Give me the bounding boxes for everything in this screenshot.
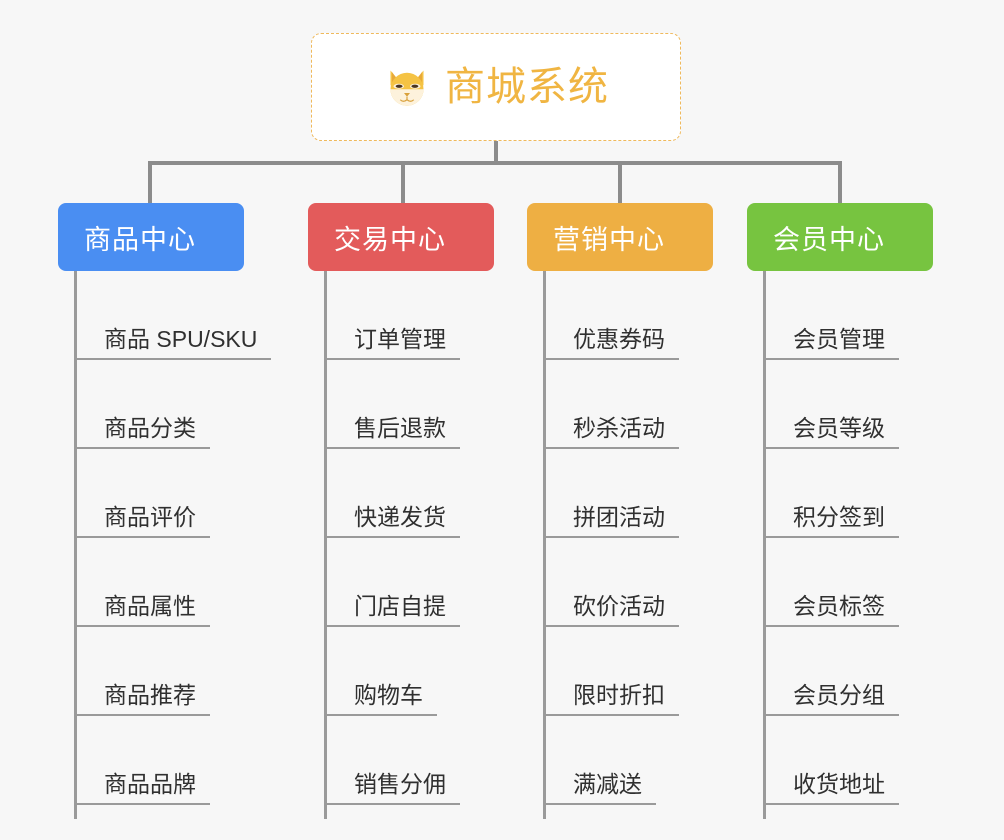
branch-column-4: 会员中心 会员管理 会员等级 积分签到 会员标签 会员分组 收货地址: [747, 203, 933, 819]
category-box-1[interactable]: 商品中心: [58, 203, 244, 271]
leaf-label: 门店自提: [354, 592, 446, 619]
leaf-item[interactable]: 商品推荐: [74, 627, 210, 716]
leaf-label: 商品评价: [104, 503, 196, 530]
category-label-2: 交易中心: [334, 224, 446, 255]
branch-column-2: 交易中心 订单管理 售后退款 快递发货 门店自提 购物车 销售分佣: [308, 203, 494, 819]
leaf-label: 限时折扣: [573, 681, 665, 708]
category-label-3: 营销中心: [553, 224, 665, 255]
leaf-label: 会员管理: [793, 325, 885, 352]
leaf-label: 商品属性: [104, 592, 196, 619]
leaf-label: 收货地址: [793, 770, 885, 797]
leaf-label: 购物车: [354, 681, 423, 708]
leaf-label: 秒杀活动: [573, 414, 665, 441]
connector-horizontal-bus: [148, 161, 842, 165]
leaf-label: 积分签到: [793, 503, 885, 530]
leaf-item[interactable]: 积分签到: [763, 449, 899, 538]
leaf-label: 商品 SPU/SKU: [104, 325, 258, 352]
leaf-label: 销售分佣: [354, 770, 446, 797]
branch-spine-2: [324, 271, 327, 819]
leaf-label: 商品分类: [104, 414, 196, 441]
category-box-2[interactable]: 交易中心: [308, 203, 494, 271]
branch-spine-4: [763, 271, 766, 819]
root-node[interactable]: 商城系统: [311, 33, 681, 141]
root-title: 商城系统: [445, 65, 609, 109]
leaf-item[interactable]: 购物车: [324, 627, 437, 716]
leaf-item[interactable]: 收货地址: [763, 716, 899, 805]
leaf-label: 优惠券码: [573, 325, 665, 352]
category-box-4[interactable]: 会员中心: [747, 203, 933, 271]
leaf-item[interactable]: 秒杀活动: [543, 360, 679, 449]
leaf-label: 商品推荐: [104, 681, 196, 708]
leaf-item[interactable]: 限时折扣: [543, 627, 679, 716]
connector-drop-4: [838, 161, 842, 205]
category-label-1: 商品中心: [84, 224, 196, 255]
leaf-label: 快递发货: [354, 503, 446, 530]
leaf-label: 拼团活动: [573, 503, 665, 530]
leaf-item[interactable]: 商品属性: [74, 538, 210, 627]
leaf-item[interactable]: 满减送: [543, 716, 656, 805]
leaf-item[interactable]: 商品 SPU/SKU: [74, 271, 272, 360]
leaf-item[interactable]: 快递发货: [324, 449, 460, 538]
branch-column-1: 商品中心 商品 SPU/SKU 商品分类 商品评价 商品属性 商品推荐 商品品牌: [58, 203, 272, 819]
leaf-label: 商品品牌: [104, 770, 196, 797]
leaf-label: 订单管理: [354, 325, 446, 352]
leaf-item[interactable]: 商品分类: [74, 360, 210, 449]
leaf-item[interactable]: 会员管理: [763, 271, 899, 360]
connector-drop-3: [618, 161, 622, 205]
connector-drop-2: [401, 161, 405, 205]
leaf-label: 会员等级: [793, 414, 885, 441]
leaf-item[interactable]: 订单管理: [324, 271, 460, 360]
leaf-item[interactable]: 门店自提: [324, 538, 460, 627]
leaf-item[interactable]: 拼团活动: [543, 449, 679, 538]
leaf-item[interactable]: 会员分组: [763, 627, 899, 716]
connector-root-stem: [494, 141, 498, 165]
leaf-item[interactable]: 售后退款: [324, 360, 460, 449]
leaf-label: 会员标签: [793, 592, 885, 619]
leaf-label: 砍价活动: [573, 592, 665, 619]
leaf-label: 会员分组: [793, 681, 885, 708]
branch-spine-1: [74, 271, 77, 819]
leaf-item[interactable]: 优惠券码: [543, 271, 679, 360]
leaf-label: 售后退款: [354, 414, 446, 441]
connector-drop-1: [148, 161, 152, 205]
category-box-3[interactable]: 营销中心: [527, 203, 713, 271]
shiba-dog-icon: [390, 70, 424, 106]
leaf-item[interactable]: 会员等级: [763, 360, 899, 449]
category-label-4: 会员中心: [773, 224, 885, 255]
leaf-item[interactable]: 销售分佣: [324, 716, 460, 805]
leaf-item[interactable]: 会员标签: [763, 538, 899, 627]
leaf-item[interactable]: 砍价活动: [543, 538, 679, 627]
branch-column-3: 营销中心 优惠券码 秒杀活动 拼团活动 砍价活动 限时折扣 满减送: [527, 203, 713, 819]
leaf-item[interactable]: 商品评价: [74, 449, 210, 538]
leaf-item[interactable]: 商品品牌: [74, 716, 210, 805]
leaf-label: 满减送: [573, 770, 642, 797]
branch-spine-3: [543, 271, 546, 819]
